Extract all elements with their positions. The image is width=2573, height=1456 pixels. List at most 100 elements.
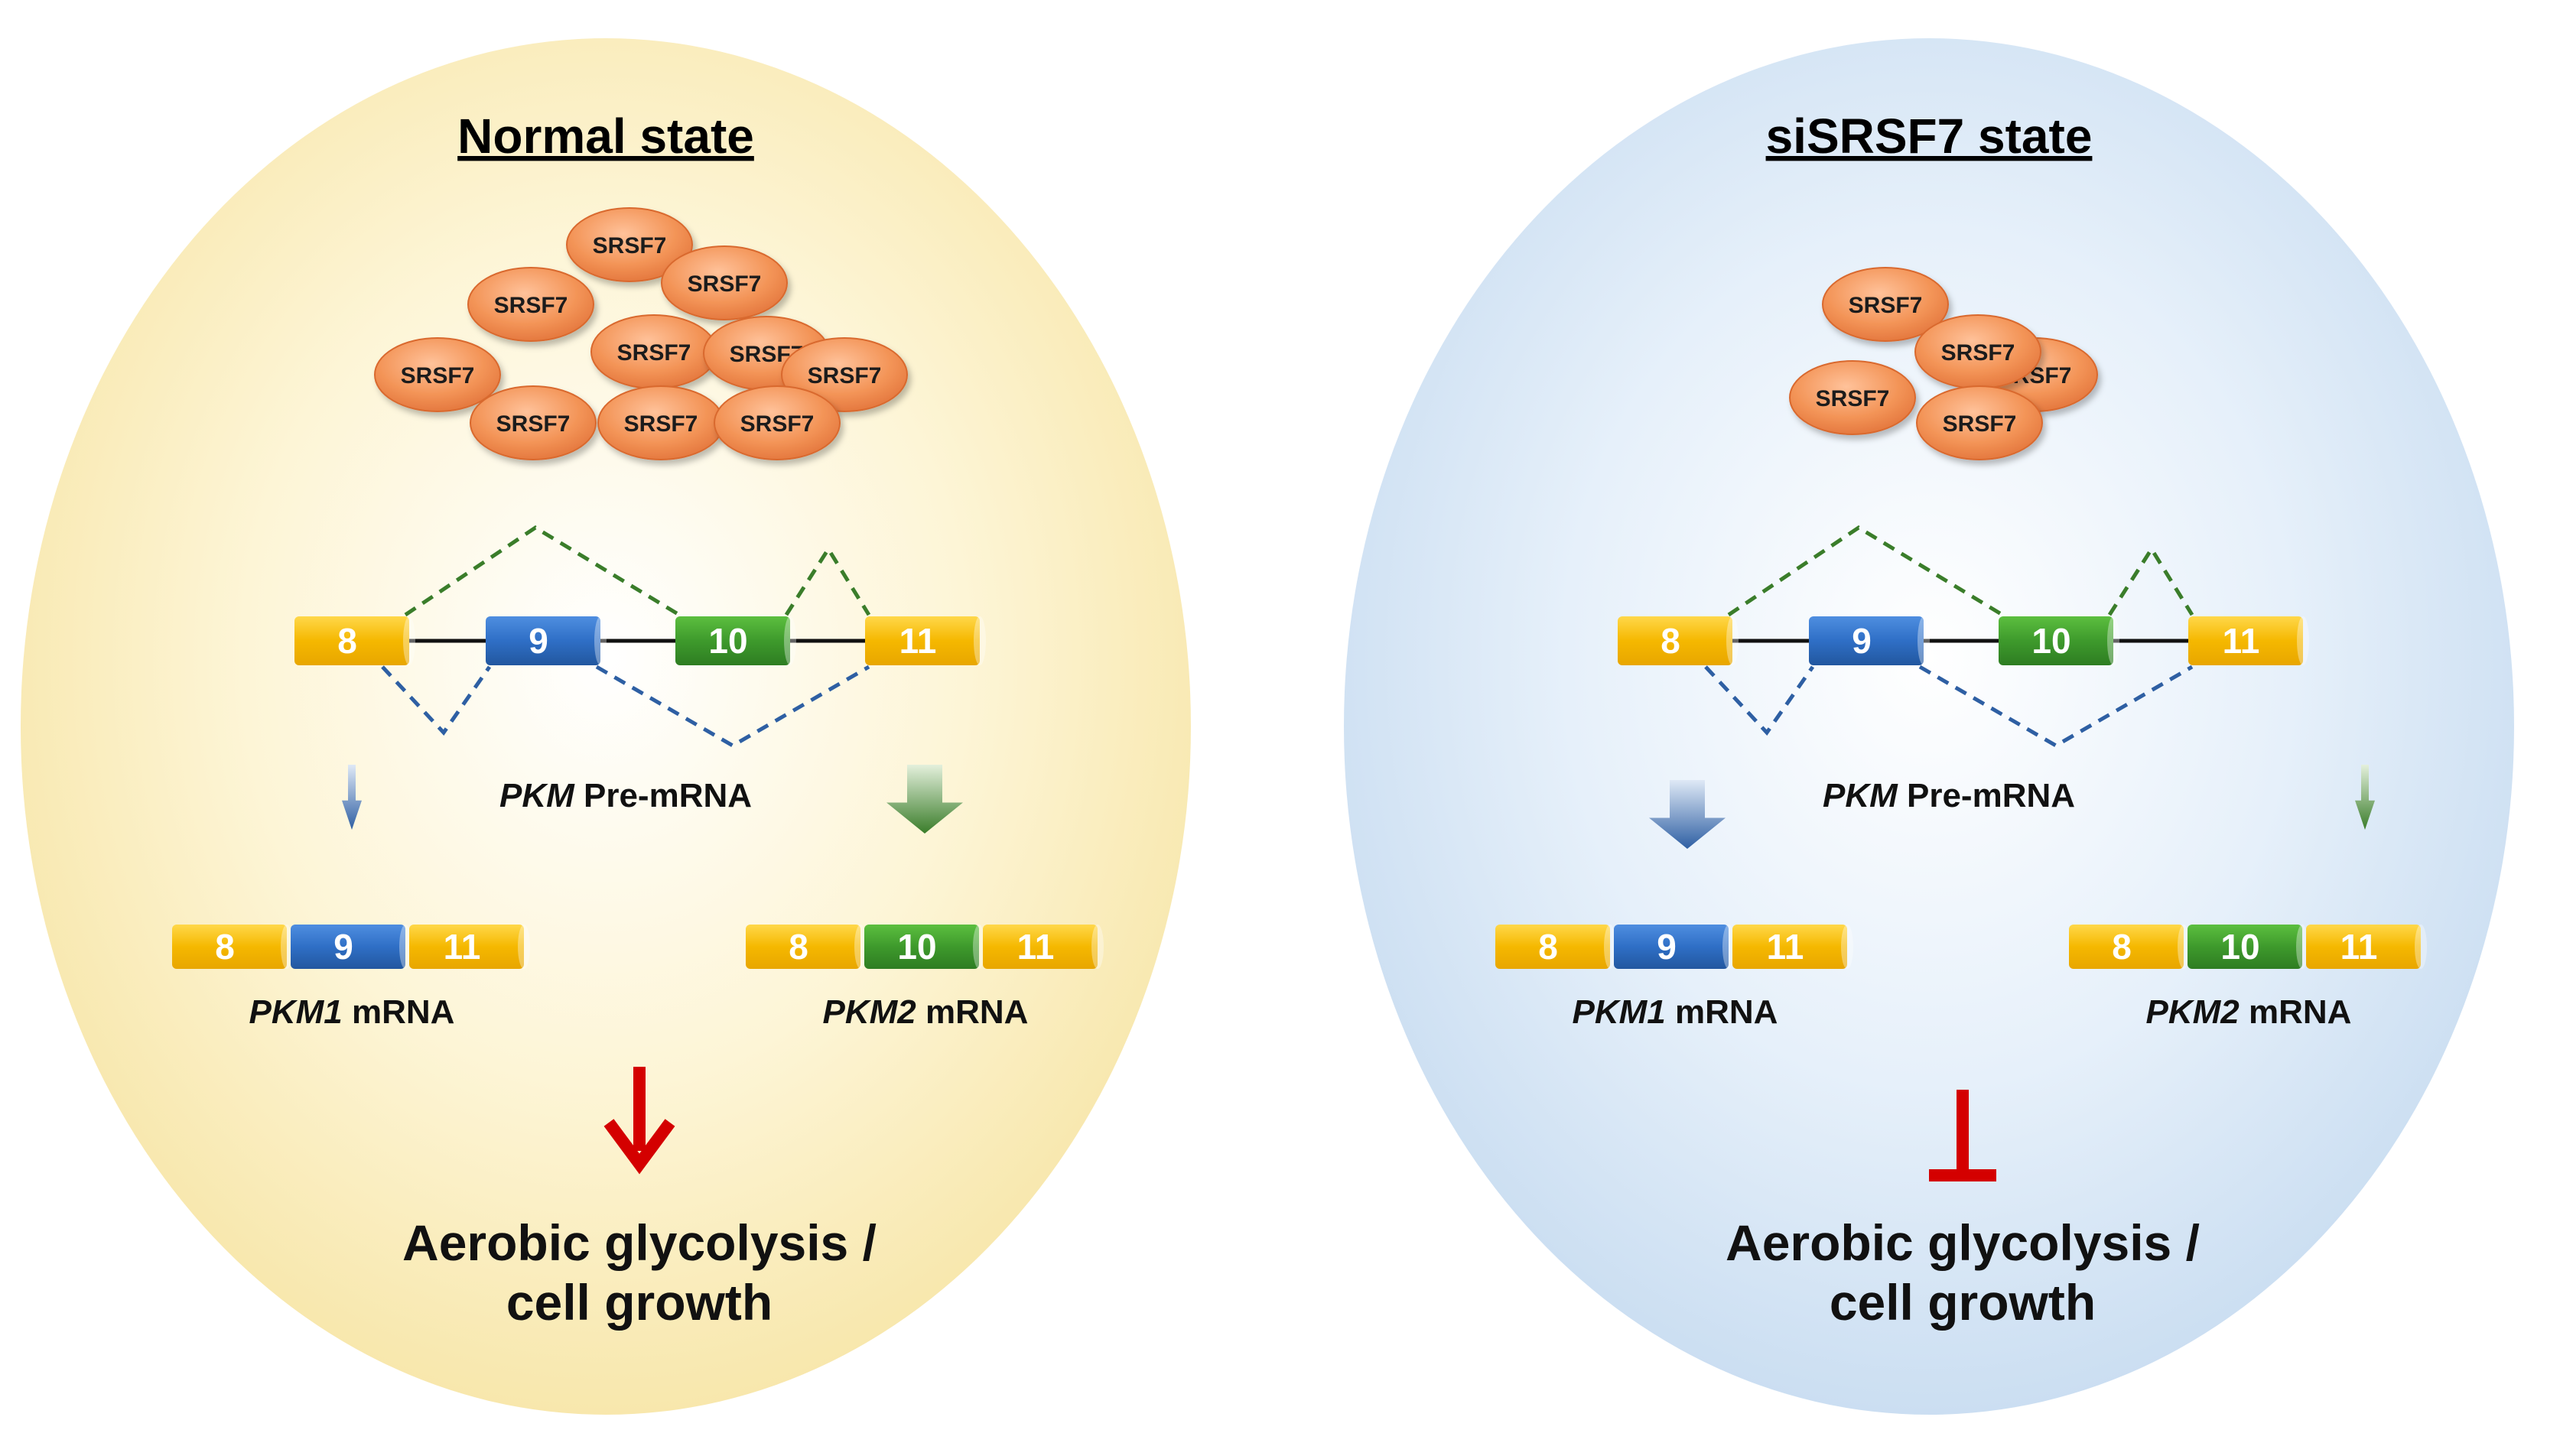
protein-label: SRSF7	[740, 411, 815, 437]
exon-8: 8	[1618, 616, 1739, 665]
srsf7-protein: SRSF7	[1789, 360, 1916, 435]
pkm1-production-arrow	[342, 765, 362, 830]
exon-8: 8	[1495, 925, 1616, 969]
exon-box	[2069, 925, 2184, 969]
exon-label: 11	[2223, 621, 2260, 661]
pre-mrna-label: PKM Pre-mRNA	[1823, 777, 2075, 814]
protein-ellipse	[1789, 360, 1916, 435]
srsf7-protein: SRSF7	[1822, 267, 1949, 342]
outcome-line-2: cell growth	[506, 1274, 773, 1331]
exon-box	[172, 925, 287, 969]
label-suffix: mRNA	[1666, 993, 1778, 1031]
gene-name: PKM2	[2146, 993, 2240, 1031]
panel-background-oval	[1344, 38, 2514, 1415]
exon-label: 11	[1767, 927, 1804, 967]
exon-cap	[784, 616, 796, 665]
exon-box	[1495, 925, 1610, 969]
exon-cap	[403, 616, 415, 665]
pkm2-splice-path	[1727, 525, 2004, 617]
exon-box	[746, 925, 860, 969]
exon-box	[486, 616, 600, 665]
protein-label: SRSF7	[808, 363, 882, 388]
exon-11: 11	[983, 925, 1104, 969]
exon-cap	[594, 616, 607, 665]
srsf7-protein: SRSF7	[1916, 385, 2043, 460]
exon-cap	[2178, 925, 2190, 969]
exon-box	[409, 925, 524, 969]
srsf7-protein: SRSF7	[661, 245, 788, 320]
exon-label: 11	[2340, 927, 2378, 967]
pkm1-splice-path	[1918, 665, 2194, 748]
gene-name: PKM	[1823, 777, 1898, 814]
pkm1-mrna-label: PKM1 mRNA	[249, 993, 455, 1031]
exon-cap	[2415, 925, 2427, 969]
exon-label: 8	[1538, 927, 1558, 967]
exon-label: 9	[1852, 621, 1872, 661]
exon-label: 10	[897, 927, 936, 967]
exon-cap	[1918, 616, 1930, 665]
label-suffix: mRNA	[916, 993, 1029, 1031]
pkm2-mrna-label: PKM2 mRNA	[823, 993, 1029, 1031]
srsf7-protein: SRSF7	[467, 267, 594, 342]
exon-label: 8	[337, 621, 357, 661]
exon-11: 11	[2188, 616, 2309, 665]
exon-box	[2188, 616, 2303, 665]
pkm2-splice-path	[784, 545, 871, 616]
exon-box	[2188, 925, 2302, 969]
protein-label: SRSF7	[617, 340, 691, 366]
pkm2-production-arrow	[886, 765, 963, 834]
protein-label: SRSF7	[688, 271, 762, 297]
srsf7-protein: SRSF7	[374, 337, 501, 412]
panel-title: Normal state	[457, 109, 754, 164]
exon-11: 11	[2306, 925, 2427, 969]
protein-label: SRSF7	[1943, 411, 2017, 437]
pkm2-splice-path	[404, 525, 681, 617]
exon-label: 11	[899, 621, 937, 661]
pkm2-mrna: 8 10 11	[746, 925, 1104, 969]
exon-label: 8	[215, 927, 235, 967]
exon-cap	[2297, 616, 2309, 665]
label-suffix: Pre-mRNA	[1898, 777, 2075, 814]
exon-11: 11	[865, 616, 986, 665]
protein-label: SRSF7	[496, 411, 571, 437]
exon-8: 8	[746, 925, 867, 969]
exon-10: 10	[1999, 616, 2119, 665]
exon-cap	[399, 925, 411, 969]
protein-ellipse	[661, 245, 788, 320]
exon-8: 8	[172, 925, 293, 969]
exon-label: 11	[444, 927, 481, 967]
protein-label: SRSF7	[624, 411, 698, 437]
exon-box	[294, 616, 409, 665]
exon-label: 10	[2031, 621, 2070, 661]
srsf7-protein: SRSF7	[590, 314, 717, 389]
exon-8: 8	[2069, 925, 2190, 969]
protein-ellipse	[566, 207, 693, 282]
exon-cap	[854, 925, 867, 969]
exon-cap	[1726, 616, 1739, 665]
srsf7-protein: SRSF7	[714, 385, 841, 460]
panel-title: siSRSF7 state	[1766, 109, 2093, 164]
protein-label: SRSF7	[593, 233, 667, 258]
pkm1-splice-path	[381, 665, 492, 736]
protein-ellipse	[1822, 267, 1949, 342]
exon-10: 10	[675, 616, 796, 665]
exon-8: 8	[294, 616, 415, 665]
label-suffix: Pre-mRNA	[574, 777, 752, 814]
exon-cap	[1091, 925, 1104, 969]
srsf7-protein: SRSF7	[566, 207, 693, 282]
exon-cap	[281, 925, 293, 969]
pkm2-splice-path	[2107, 545, 2194, 616]
gene-name: PKM1	[1573, 993, 1666, 1031]
exon-10: 10	[864, 925, 985, 969]
exon-11: 11	[1732, 925, 1853, 969]
exon-box	[1999, 616, 2113, 665]
exon-box	[675, 616, 790, 665]
outcome-line-1: Aerobic glycolysis /	[1726, 1214, 2200, 1271]
